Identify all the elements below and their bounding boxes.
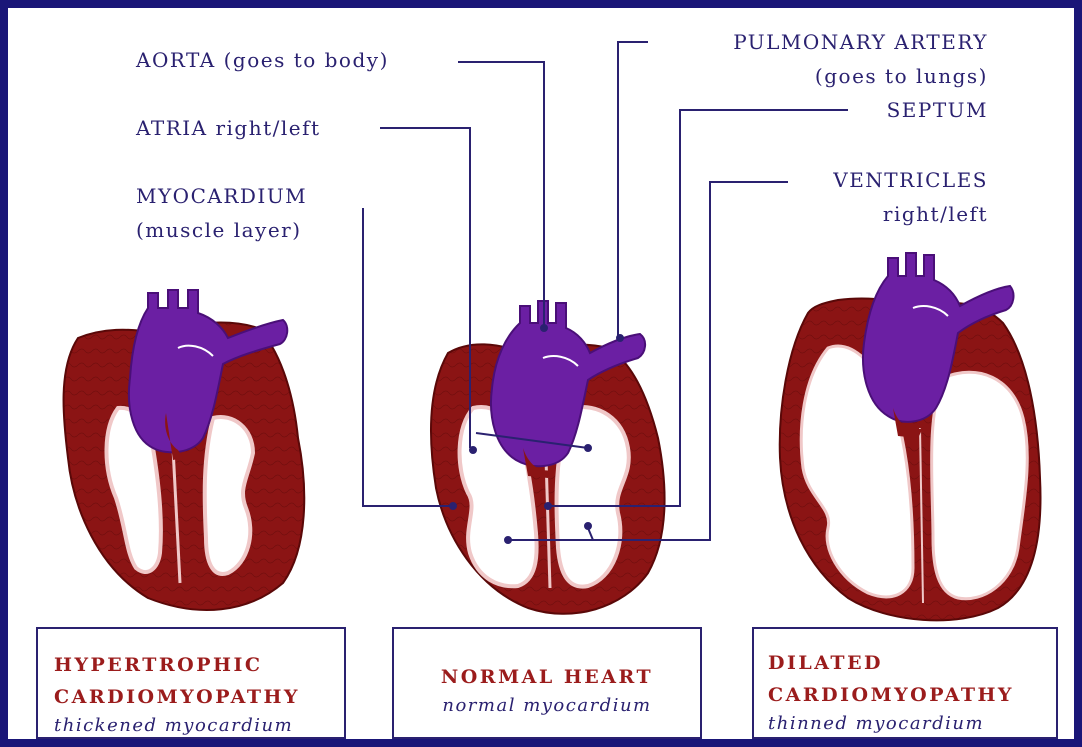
normal-heart (431, 301, 665, 614)
label-pulmonary-artery: PULMONARY ARTERY (733, 30, 988, 54)
caption-normal: NORMAL HEART normal myocardium (392, 627, 702, 739)
label-pulmonary-sub: (goes to lungs) (815, 64, 988, 88)
caption-normal-subtitle: normal myocardium (394, 693, 700, 719)
label-myocardium-sub: (muscle layer) (136, 218, 302, 242)
caption-dilated-title-1: DILATED (768, 647, 1056, 679)
caption-dilated-subtitle: thinned myocardium (768, 711, 1056, 737)
hypertrophic-heart (64, 290, 305, 610)
diagram-frame: AORTA (goes to body) ATRIA right/left MY… (8, 8, 1074, 739)
caption-hypertrophic: HYPERTROPHIC CARDIOMYOPATHY thickened my… (36, 627, 346, 739)
caption-hypertrophic-title-2: CARDIOMYOPATHY (54, 681, 344, 713)
label-ventricles-sub: right/left (883, 202, 988, 226)
label-myocardium: MYOCARDIUM (136, 184, 307, 208)
label-aorta: AORTA (goes to body) (136, 48, 389, 72)
leader-pulmonary (618, 42, 648, 336)
dilated-heart (780, 253, 1041, 620)
label-atria: ATRIA right/left (136, 116, 321, 140)
caption-dilated: DILATED CARDIOMYOPATHY thinned myocardiu… (752, 627, 1058, 739)
label-septum: SEPTUM (887, 98, 988, 122)
caption-hypertrophic-subtitle: thickened myocardium (54, 713, 344, 739)
label-ventricles: VENTRICLES (833, 168, 988, 192)
caption-normal-title: NORMAL HEART (394, 661, 700, 693)
caption-dilated-title-2: CARDIOMYOPATHY (768, 679, 1056, 711)
caption-hypertrophic-title-1: HYPERTROPHIC (54, 649, 344, 681)
